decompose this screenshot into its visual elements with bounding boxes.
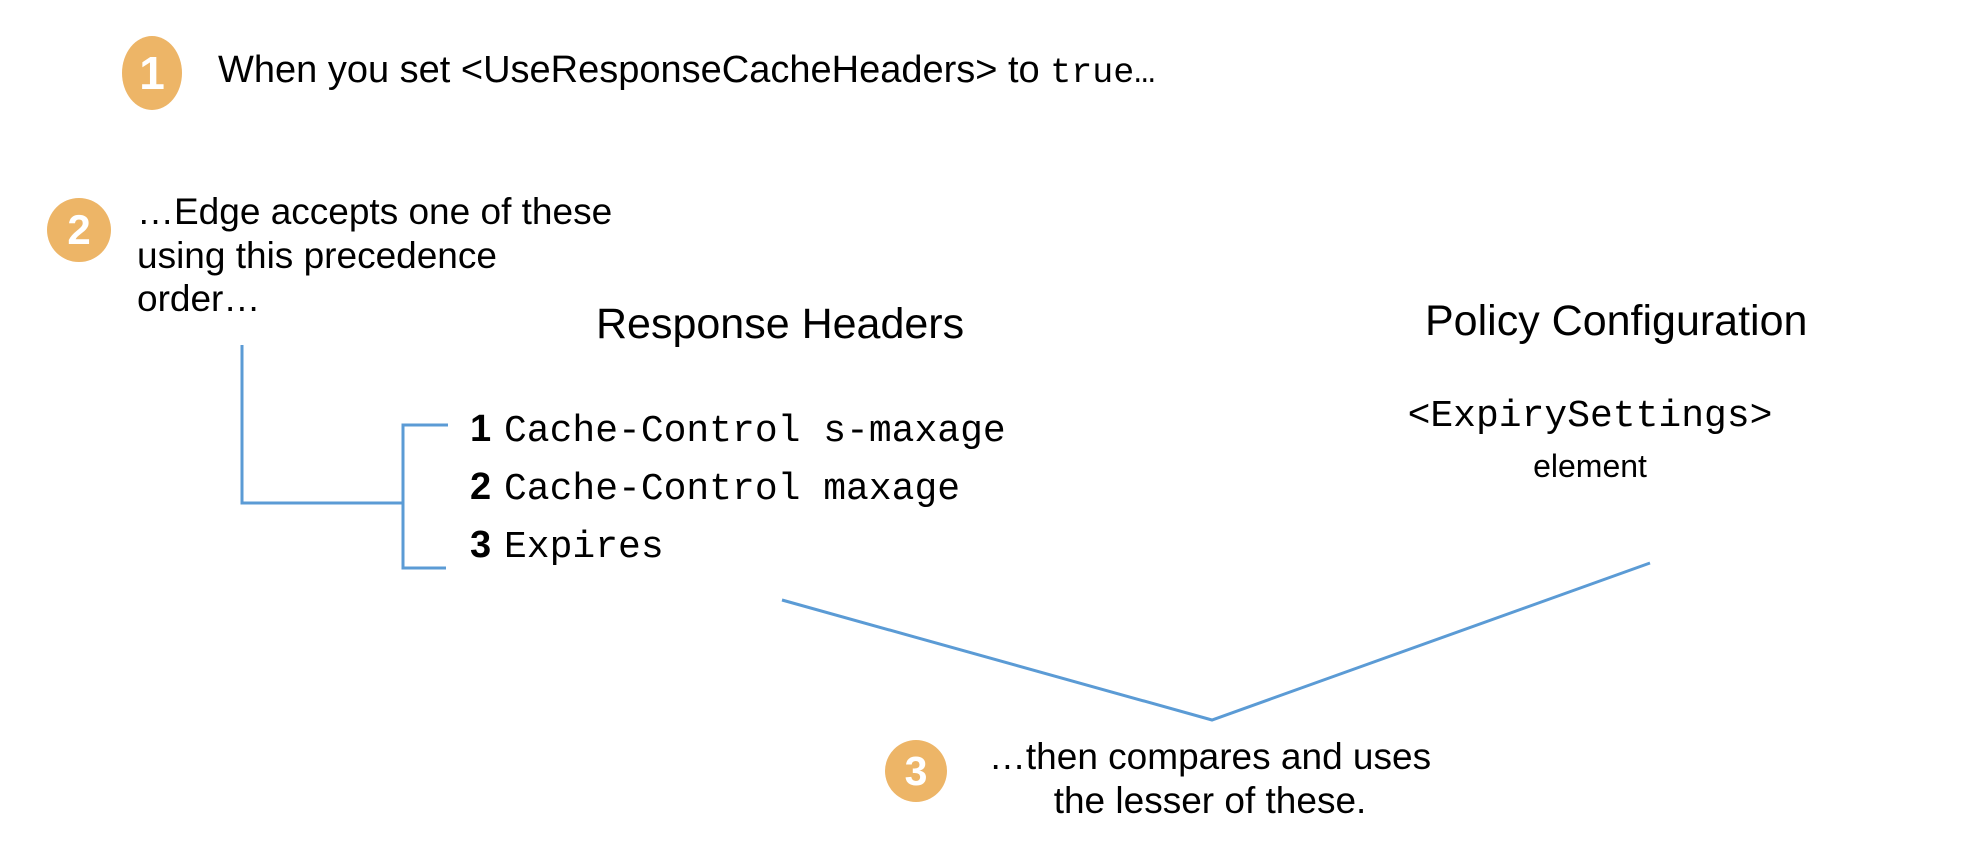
comparison-v-connector [781,561,1651,722]
response-header-row: 2 Cache-Control maxage [470,466,1006,524]
response-header-value: Cache-Control s-maxage [504,410,1006,453]
response-header-row: 3 Expires [470,524,1006,582]
step-badge-2: 2 [47,198,111,262]
step-2-callout-text: …Edge accepts one of these using this pr… [137,191,613,320]
step-badge-3: 3 [885,740,947,802]
step-badge-2-number: 2 [67,206,91,253]
response-headers-list: 1 Cache-Control s-maxage 2 Cache-Control… [470,408,1006,582]
step-1-callout-text: When you set <UseResponseCacheHeaders> t… [218,48,1155,94]
step-3-callout-text: …then compares and uses the lesser of th… [988,736,1432,821]
response-header-rank: 3 [470,524,492,566]
policy-configuration-heading: Policy Configuration [1425,297,1808,345]
step2-elbow-connector [240,345,403,505]
precedence-bracket [401,423,448,570]
expiry-settings-tag: <ExpirySettings> [1407,395,1773,438]
response-header-rank: 1 [470,408,492,450]
step-badge-3-number: 3 [904,747,928,794]
policy-configuration-block: <ExpirySettings> element [1390,395,1790,485]
response-header-value: Cache-Control maxage [504,468,961,511]
step-1-callout-prefix: When you set <UseResponseCacheHeaders> t… [218,49,1051,91]
response-header-row: 1 Cache-Control s-maxage [470,408,1006,466]
response-headers-heading: Response Headers [596,300,965,348]
expiry-settings-element-label: element [1533,448,1647,484]
step-badge-1-number: 1 [139,47,165,99]
response-header-value: Expires [504,526,664,569]
response-header-rank: 2 [470,466,492,508]
step-1-callout-value: true… [1050,53,1156,93]
step-badge-1: 1 [122,36,182,110]
